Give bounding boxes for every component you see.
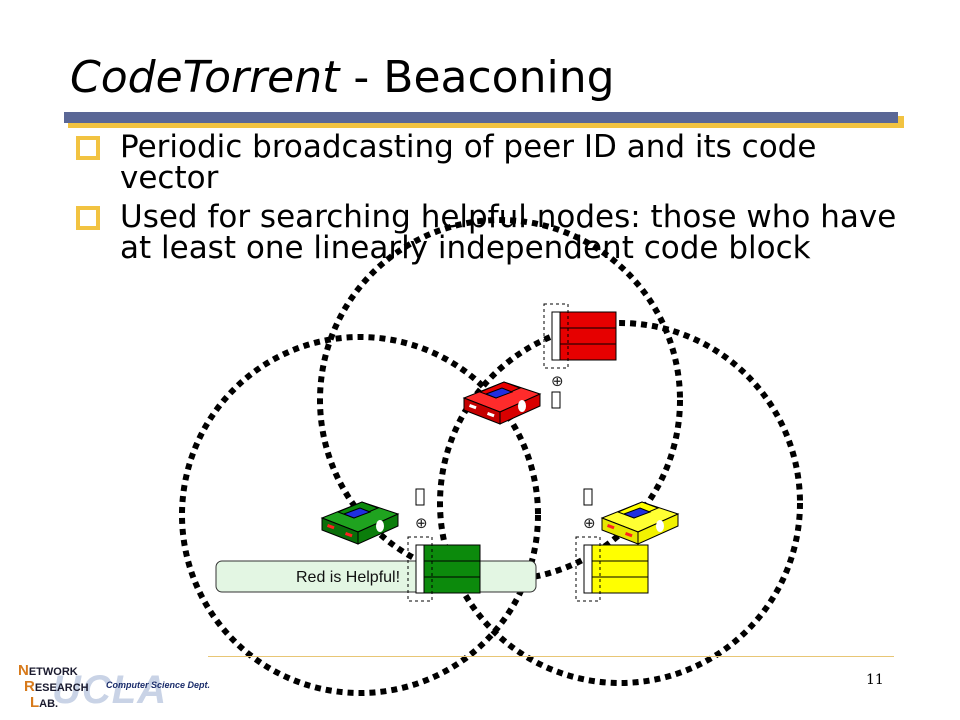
footer-divider bbox=[208, 656, 894, 657]
range-circle-red bbox=[317, 217, 683, 583]
logo-dept-text: Computer Science Dept. bbox=[106, 680, 211, 690]
svg-text:⊕: ⊕ bbox=[415, 514, 428, 532]
range-circle-yellow bbox=[437, 320, 803, 686]
slide-title-rest: - Beaconing bbox=[339, 52, 615, 103]
slide-title-italic: CodeTorrent bbox=[70, 52, 340, 103]
bullet-text: Used for searching helpful nodes: those … bbox=[120, 199, 897, 266]
green-code-vector: ⊕ bbox=[407, 488, 481, 602]
bullet-item: Used for searching helpful nodes: those … bbox=[70, 202, 900, 264]
nrl-logo: UCLA NETWORK RESEARCH LAB. Computer Scie… bbox=[14, 658, 210, 714]
logo-line-2: RESEARCH bbox=[24, 678, 89, 695]
bullet-text: Periodic broadcasting of peer ID and its… bbox=[120, 129, 817, 196]
svg-text:⊕: ⊕ bbox=[583, 514, 596, 532]
bullet-list: Periodic broadcasting of peer ID and its… bbox=[70, 132, 900, 272]
bullet-square-icon bbox=[76, 206, 100, 230]
bullet-item: Periodic broadcasting of peer ID and its… bbox=[70, 132, 900, 194]
yellow-car-icon bbox=[600, 501, 680, 545]
yellow-code-vector: ⊕ bbox=[575, 488, 649, 602]
callout-label: Red is Helpful! bbox=[296, 569, 400, 586]
red-car-icon bbox=[462, 381, 542, 425]
green-car-icon bbox=[320, 501, 400, 545]
bullet-square-icon bbox=[76, 136, 100, 160]
range-circle-green bbox=[179, 334, 541, 696]
svg-text:⊕: ⊕ bbox=[551, 372, 564, 390]
logo-ucla-watermark: UCLA bbox=[52, 668, 168, 712]
logo-line-1: NETWORK bbox=[18, 662, 78, 679]
title-underline bbox=[64, 112, 898, 123]
red-code-vector: ⊕ bbox=[543, 303, 617, 409]
slide-title: CodeTorrent - Beaconing bbox=[70, 48, 615, 108]
logo-line-3: LAB. bbox=[30, 694, 59, 711]
page-number: 11 bbox=[866, 672, 884, 688]
